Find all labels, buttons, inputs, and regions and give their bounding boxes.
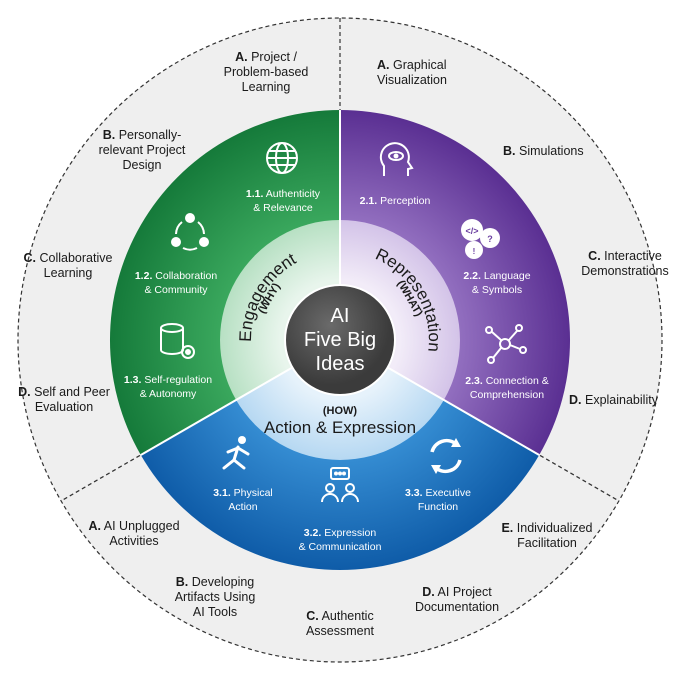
center-line2: Five Big xyxy=(304,329,376,351)
outer-bottom-b: B. Developing Artifacts Using AI Tools xyxy=(175,575,256,619)
node-graph-icon xyxy=(485,324,527,364)
code-bubbles-icon: </> ? ! xyxy=(461,219,500,259)
outer-left-b: B. Personally- relevant Project Design xyxy=(99,128,186,172)
outer-bottom-d: D. AI Project Documentation xyxy=(415,585,499,614)
action-item-1: 3.1. Physical Action xyxy=(213,436,273,513)
svg-text:B. Personally-: B. Personally- xyxy=(103,128,182,142)
svg-text:2.2. Language: 2.2. Language xyxy=(463,270,530,282)
svg-text:3.1. Physical: 3.1. Physical xyxy=(213,487,273,499)
svg-text:& Symbols: & Symbols xyxy=(472,284,522,296)
action-sub: (HOW) xyxy=(323,405,358,417)
svg-text:B. Simulations: B. Simulations xyxy=(503,144,584,158)
running-person-icon xyxy=(222,436,250,470)
svg-text:Facilitation: Facilitation xyxy=(517,536,577,550)
svg-text:& Community: & Community xyxy=(144,284,208,296)
svg-text:Activities: Activities xyxy=(109,534,158,548)
outer-right-c: C. Interactive Demonstrations xyxy=(581,249,669,278)
outer-bottom-c: C. Authentic Assessment xyxy=(306,609,375,638)
svg-text:C. Interactive: C. Interactive xyxy=(588,249,662,263)
representation-item-3: 2.3. Connection & Comprehension xyxy=(465,324,549,401)
svg-text:AI Tools: AI Tools xyxy=(193,605,237,619)
svg-text:Design: Design xyxy=(123,158,162,172)
representation-item-1: 2.1. Perception xyxy=(360,142,431,207)
representation-item-2: </> ? ! 2.2. Language & Symbols xyxy=(461,219,531,296)
svg-text:!: ! xyxy=(473,247,476,256)
svg-text:3.3. Executive: 3.3. Executive xyxy=(405,487,471,499)
svg-text:?: ? xyxy=(487,234,493,244)
svg-text:E. Individualized: E. Individualized xyxy=(501,521,592,535)
engagement-item-2: 1.2. Collaboration & Community xyxy=(135,213,217,296)
action-label: Action & Expression xyxy=(264,418,416,437)
svg-text:Evaluation: Evaluation xyxy=(35,400,93,414)
svg-text:A. Graphical: A. Graphical xyxy=(377,58,446,72)
database-gear-icon xyxy=(160,323,195,359)
svg-text:Learning: Learning xyxy=(44,266,93,280)
people-chat-icon xyxy=(321,467,359,503)
svg-text:2.3. Connection &: 2.3. Connection & xyxy=(465,375,548,387)
svg-text:A. Project /: A. Project / xyxy=(235,50,297,64)
outer-left-c: C. Collaborative Learning xyxy=(24,251,113,280)
svg-text:3.2. Expression: 3.2. Expression xyxy=(304,527,377,539)
engagement-item-1: 1.1. Authenticity & Relevance xyxy=(246,142,321,214)
outer-bottom-labels: A. AI Unplugged Activities B. Developing… xyxy=(88,519,592,638)
svg-text:B. Developing: B. Developing xyxy=(176,575,255,589)
cycle-arrows-icon xyxy=(430,438,462,474)
outer-bottom-a: A. AI Unplugged Activities xyxy=(88,519,179,548)
outer-right-labels: A. Graphical Visualization B. Simulation… xyxy=(377,58,669,407)
svg-text:Demonstrations: Demonstrations xyxy=(581,264,669,278)
center-line3: Ideas xyxy=(316,353,365,375)
outer-right-b: B. Simulations xyxy=(503,144,584,158)
action-item-3: 3.3. Executive Function xyxy=(405,438,471,513)
svg-text:Visualization: Visualization xyxy=(377,73,447,87)
svg-text:Artifacts Using: Artifacts Using xyxy=(175,590,256,604)
svg-text:relevant Project: relevant Project xyxy=(99,143,186,157)
globe-icon xyxy=(266,142,298,174)
svg-text:C. Collaborative: C. Collaborative xyxy=(24,251,113,265)
outer-left-d: D. Self and Peer Evaluation xyxy=(18,385,110,414)
outer-left-labels: A. Project / Problem-based Learning B. P… xyxy=(18,50,308,414)
svg-text:Problem-based: Problem-based xyxy=(224,65,309,79)
svg-text:1.3. Self-regulation: 1.3. Self-regulation xyxy=(124,374,212,386)
svg-text:Function: Function xyxy=(418,501,458,513)
svg-text:Learning: Learning xyxy=(242,80,291,94)
engagement-item-3: 1.3. Self-regulation & Autonomy xyxy=(124,323,212,400)
svg-text:D. Self and Peer: D. Self and Peer xyxy=(18,385,110,399)
svg-text:& Relevance: & Relevance xyxy=(253,202,313,214)
head-eye-icon xyxy=(379,142,414,176)
svg-text:A. AI Unplugged: A. AI Unplugged xyxy=(88,519,179,533)
svg-text:1.2. Collaboration: 1.2. Collaboration xyxy=(135,270,217,282)
outer-bottom-e: E. Individualized Facilitation xyxy=(501,521,592,550)
action-item-2: 3.2. Expression & Communication xyxy=(299,467,382,553)
svg-text:& Communication: & Communication xyxy=(299,541,382,553)
outer-left-a: A. Project / Problem-based Learning xyxy=(224,50,309,94)
outer-right-a: A. Graphical Visualization xyxy=(377,58,447,87)
svg-text:D. AI Project: D. AI Project xyxy=(422,585,492,599)
svg-text:D. Explainability: D. Explainability xyxy=(569,393,659,407)
svg-text:C. Authentic: C. Authentic xyxy=(306,609,373,623)
svg-text:Action: Action xyxy=(228,501,257,513)
svg-text:1.1. Authenticity: 1.1. Authenticity xyxy=(246,188,321,200)
center-hub: AI Five Big Ideas xyxy=(284,284,396,396)
svg-text:Comprehension: Comprehension xyxy=(470,389,544,401)
network-people-icon xyxy=(171,213,209,251)
svg-text:Documentation: Documentation xyxy=(415,600,499,614)
svg-text:Assessment: Assessment xyxy=(306,624,375,638)
svg-text:</>: </> xyxy=(465,226,478,236)
outer-right-d: D. Explainability xyxy=(569,393,659,407)
svg-text:2.1. Perception: 2.1. Perception xyxy=(360,195,431,207)
svg-text:& Autonomy: & Autonomy xyxy=(140,388,197,400)
center-line1: AI xyxy=(331,305,350,327)
